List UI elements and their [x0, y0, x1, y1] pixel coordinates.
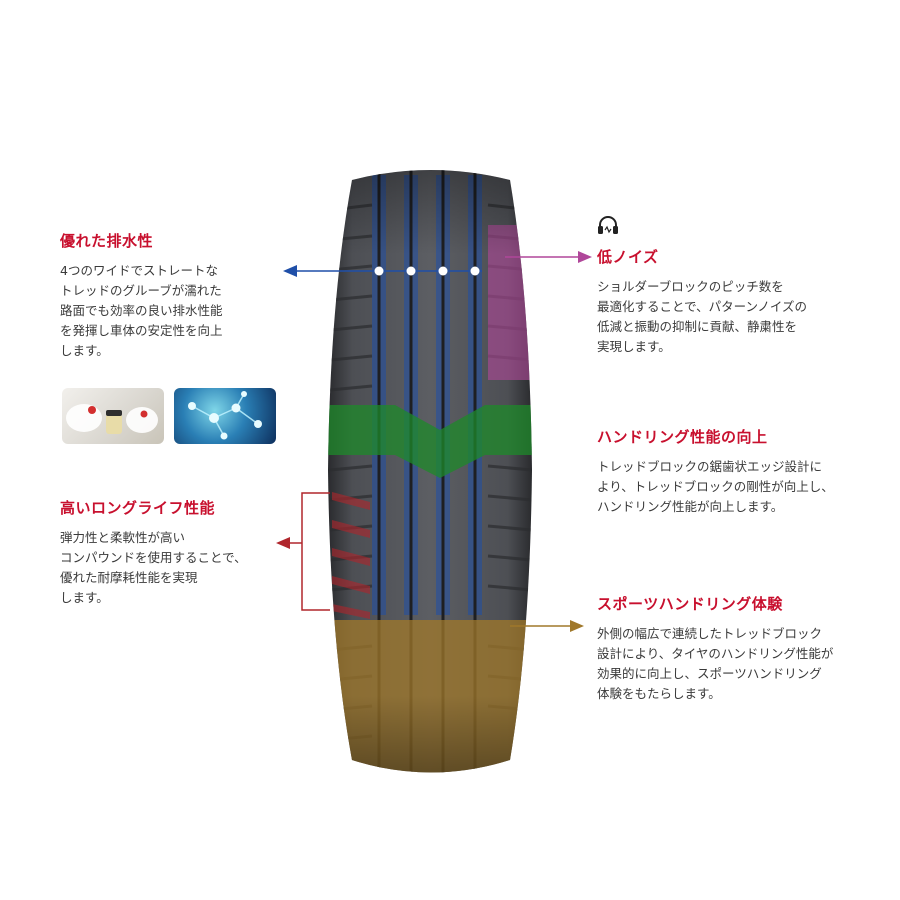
feature-noise: 低ノイズ ショルダーブロックのピッチ数を 最適化することで、パターンノイズの 低…	[597, 246, 897, 357]
description-line: トレッドブロックの鋸歯状エッジ設計に	[597, 459, 823, 474]
description-line: トレッドのグルーブが濡れた	[60, 283, 222, 298]
feature-description: トレッドブロックの鋸歯状エッジ設計に より、トレッドブロックの剛性が向上し、 ハ…	[597, 457, 897, 517]
description-line: コンパウンドを使用することで、	[60, 550, 247, 565]
description-line: します。	[60, 343, 109, 358]
feature-description: ショルダーブロックのピッチ数を 最適化することで、パターンノイズの 低減と振動の…	[597, 277, 897, 357]
description-line: 実現します。	[597, 339, 671, 354]
feature-title: 低ノイズ	[597, 248, 659, 266]
feature-title: 優れた排水性	[60, 232, 154, 250]
description-line: 優れた耐摩耗性能を実現	[60, 570, 198, 585]
description-line: 設計により、タイヤのハンドリング性能が	[597, 646, 834, 661]
feature-description: 4つのワイドでストレートな トレッドのグルーブが濡れた 路面でも効率の良い排水性…	[60, 261, 290, 361]
feature-title: 高いロングライフ性能	[60, 499, 216, 517]
feature-longlife: 高いロングライフ性能 弾力性と柔軟性が高い コンパウンドを使用することで、 優れ…	[60, 497, 300, 608]
feature-sport: スポーツハンドリング体験 外側の幅広で連続したトレッドブロック 設計により、タイ…	[597, 593, 897, 704]
description-line: 弾力性と柔軟性が高い	[60, 530, 186, 545]
feature-title: ハンドリング性能の向上	[597, 428, 768, 446]
description-line: 低減と振動の抑制に貢献、静粛性を	[597, 319, 798, 334]
description-line: ショルダーブロックのピッチ数を	[597, 279, 784, 294]
compound-sample-image	[62, 388, 164, 444]
description-line: を発揮し車体の安定性を向上	[60, 323, 223, 338]
headphone-icon	[598, 216, 618, 234]
feature-title: スポーツハンドリング体験	[597, 595, 783, 613]
drainage-arrow	[283, 265, 482, 277]
feature-handling: ハンドリング性能の向上 トレッドブロックの鋸歯状エッジ設計に より、トレッドブロ…	[597, 426, 897, 517]
feature-description: 外側の幅広で連続したトレッドブロック 設計により、タイヤのハンドリング性能が 効…	[597, 624, 897, 704]
description-line: 4つのワイドでストレートな	[60, 263, 218, 278]
description-line: ハンドリング性能が向上します。	[597, 499, 784, 514]
description-line: します。	[60, 590, 109, 605]
description-line: 最適化することで、パターンノイズの	[597, 299, 808, 314]
feature-drainage: 優れた排水性 4つのワイドでストレートな トレッドのグルーブが濡れた 路面でも効…	[60, 230, 290, 361]
sport-arrow	[510, 620, 584, 632]
description-line: 外側の幅広で連続したトレッドブロック	[597, 626, 823, 641]
molecular-structure-image	[174, 388, 276, 444]
description-line: 効果的に向上し、スポーツハンドリング	[597, 666, 822, 681]
feature-description: 弾力性と柔軟性が高い コンパウンドを使用することで、 優れた耐摩耗性能を実現 し…	[60, 528, 300, 608]
longlife-arrowhead	[276, 537, 290, 549]
description-line: より、トレッドブロックの剛性が向上し、	[597, 479, 834, 494]
description-line: 路面でも効率の良い排水性能	[60, 303, 223, 318]
noise-arrow	[505, 251, 592, 263]
description-line: 体験をもたらします。	[597, 686, 721, 701]
